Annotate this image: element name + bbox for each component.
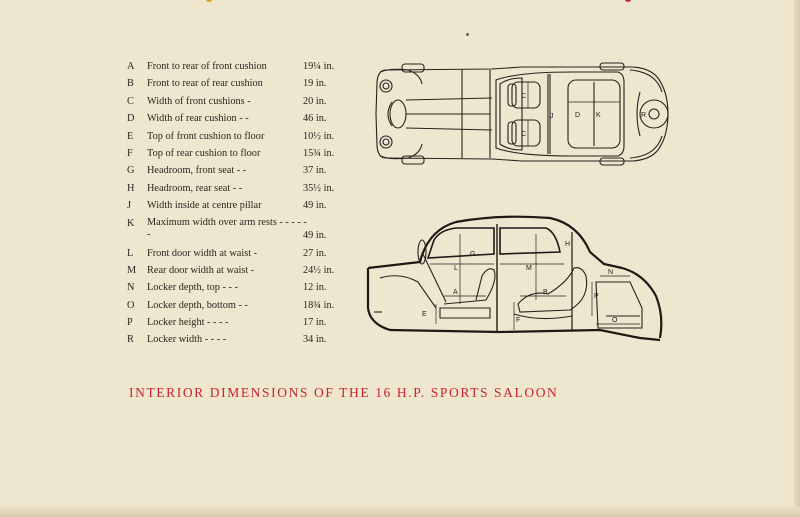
dimension-letter: H <box>127 182 135 194</box>
dimension-value: 19 in. <box>303 78 327 90</box>
dimension-row: E Top of front cushion to floor 10½ in. <box>120 128 335 145</box>
dimension-row: P Locker height - - - - 17 in. <box>120 314 332 331</box>
dimension-label: Width inside at centre pillar <box>147 200 262 212</box>
page-edge <box>0 507 800 517</box>
dimension-row: B Front to rear of rear cushion 19 in. <box>120 75 332 92</box>
dimension-value: 27 in. <box>303 247 327 259</box>
dimension-row: R Locker width - - - - 34 in. <box>120 331 332 348</box>
dimension-value: 34 in. <box>303 334 327 346</box>
plan-label-j: J <box>550 113 554 120</box>
side-label-m: M <box>526 265 532 272</box>
dimension-value: 10½ in. <box>303 130 335 142</box>
page-caption: INTERIOR DIMENSIONS OF THE 16 H.P. SPORT… <box>129 385 559 400</box>
plan-label-c: C <box>521 131 526 138</box>
side-label-o: O <box>612 317 618 324</box>
dimension-label: Headroom, rear seat - - <box>147 182 243 194</box>
dimension-row: D Width of rear cushion - - 46 in. <box>120 110 332 127</box>
dimension-letter: N <box>127 282 135 294</box>
dimension-letter: O <box>127 299 135 311</box>
side-label-g: G <box>470 251 475 258</box>
dimension-value: 19¼ in. <box>303 61 335 72</box>
dimension-label: Locker depth, top - - - <box>147 282 238 294</box>
dimension-row: H Headroom, rear seat - - 35½ in. <box>120 180 335 197</box>
side-label-a: A <box>453 289 458 296</box>
dimension-letter: R <box>127 334 134 346</box>
dimension-row: O Locker depth, bottom - - 18¾ in. <box>120 297 335 314</box>
dimension-row: M Rear door width at waist - 24½ in. <box>120 262 335 279</box>
paper-stain <box>206 0 212 2</box>
dimension-label: Top of rear cushion to floor <box>147 147 261 159</box>
car-plan-view-diagram: C C J D K R <box>372 62 678 166</box>
dimension-letter: D <box>127 113 135 125</box>
dimension-letter: F <box>127 147 133 159</box>
dimension-label: Top of front cushion to floor <box>147 130 265 142</box>
dimension-row: C Width of front cushions - 20 in. <box>120 93 332 110</box>
dimension-letter: B <box>127 78 134 90</box>
dimension-label: Locker depth, bottom - - <box>147 299 248 311</box>
dimension-row: J Width inside at centre pillar 49 in. <box>120 197 332 214</box>
dimension-label: Width of rear cushion - - <box>147 113 249 125</box>
dimension-label: Front to rear of rear cushion <box>147 78 263 90</box>
dimension-letter: A <box>127 61 135 72</box>
dimension-letter: L <box>127 247 134 259</box>
paper-stain <box>466 33 469 36</box>
dimension-label: Maximum width over arm rests - - - - - - <box>147 216 307 240</box>
dimension-value: 17 in. <box>303 317 327 329</box>
dimension-letter: K <box>127 217 135 229</box>
dimension-letter: G <box>127 165 135 177</box>
dimension-letter: C <box>127 95 134 107</box>
dimension-letter: J <box>127 200 132 212</box>
dimension-letter: M <box>127 264 137 276</box>
dimension-value: 24½ in. <box>303 264 335 276</box>
dimension-value: 49 in. <box>303 229 327 241</box>
dimension-label: Rear door width at waist - <box>147 264 255 276</box>
dimension-list: A Front to rear of front cushion 19¼ in. B… <box>120 58 335 349</box>
side-label-f: F <box>516 317 520 324</box>
side-label-p: P <box>594 293 599 300</box>
side-label-b: B <box>543 289 548 296</box>
dimension-row: G Headroom, front seat - - 37 in. <box>120 162 332 179</box>
dimension-value: 49 in. <box>303 200 327 212</box>
plan-label-k: K <box>596 112 601 119</box>
dimension-label: Locker width - - - - <box>147 334 227 346</box>
dimension-row: F Top of rear cushion to floor 15¾ in. <box>120 145 335 162</box>
dimension-value: 37 in. <box>303 165 327 177</box>
dimension-label: Front to rear of front cushion <box>147 61 267 72</box>
side-label-n: N <box>608 269 613 276</box>
dimension-label: Headroom, front seat - - <box>147 165 247 177</box>
dimension-row: N Locker depth, top - - - 12 in. <box>120 279 332 296</box>
dimension-value: 12 in. <box>303 282 327 294</box>
dimension-letter: E <box>127 130 134 142</box>
dimension-value: 35½ in. <box>303 182 335 194</box>
dimension-label: Locker height - - - - <box>147 317 229 329</box>
dimension-value: 15¾ in. <box>303 147 335 159</box>
dimension-label: Front door width at waist - <box>147 247 258 259</box>
plan-label-c: C <box>521 93 526 100</box>
dimension-row: K Maximum width over arm rests - - - - - … <box>120 215 332 245</box>
dimension-row: L Front door width at waist - 27 in. <box>120 245 332 262</box>
dimension-row: A Front to rear of front cushion 19¼ in. <box>120 58 335 75</box>
car-side-section-diagram: G H L M A B N P E F O <box>360 212 670 350</box>
side-label-e: E <box>422 311 427 318</box>
side-label-l: L <box>454 265 458 272</box>
plan-label-r: R <box>641 112 646 119</box>
dimension-value: 20 in. <box>303 95 327 107</box>
plan-label-d: D <box>575 112 580 119</box>
dimension-value: 18¾ in. <box>303 299 335 311</box>
paper-stain <box>625 0 631 2</box>
dimension-value: 46 in. <box>303 113 327 125</box>
side-label-h: H <box>565 241 570 248</box>
dimension-letter: P <box>127 317 133 329</box>
dimension-label: Width of front cushions - <box>147 95 251 107</box>
page-edge <box>794 0 800 517</box>
